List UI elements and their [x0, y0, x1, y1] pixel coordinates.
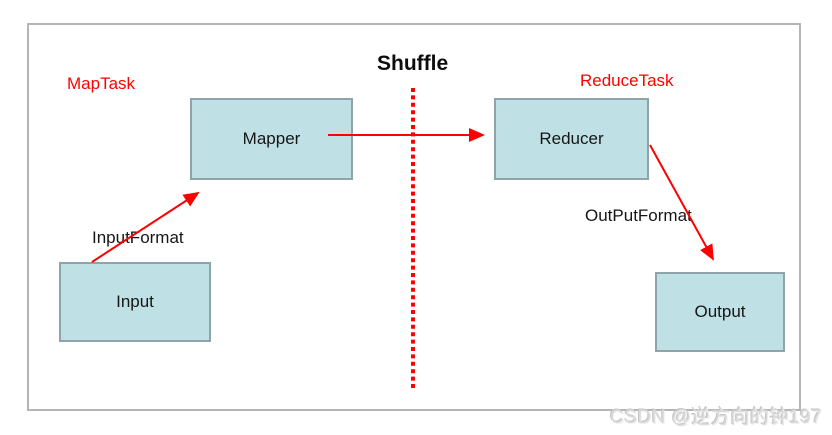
- input-node-label: Input: [116, 292, 154, 311]
- mapper-node: Mapper: [190, 98, 353, 180]
- output-format-label: OutPutFormat: [585, 206, 692, 225]
- reduce-task-label: ReduceTask: [580, 71, 674, 90]
- map-task-label: MapTask: [67, 74, 136, 93]
- csdn-watermark: CSDN @逆方向的钟197: [610, 407, 823, 428]
- output-node: Output: [655, 272, 785, 352]
- shuffle-title: Shuffle: [377, 52, 449, 75]
- reducer-node-label: Reducer: [539, 129, 604, 148]
- input-format-label: InputFormat: [92, 228, 184, 247]
- mapper-node-label: Mapper: [242, 129, 301, 148]
- reducer-node: Reducer: [494, 98, 649, 180]
- input-node: Input: [59, 262, 211, 342]
- output-node-label: Output: [694, 302, 746, 321]
